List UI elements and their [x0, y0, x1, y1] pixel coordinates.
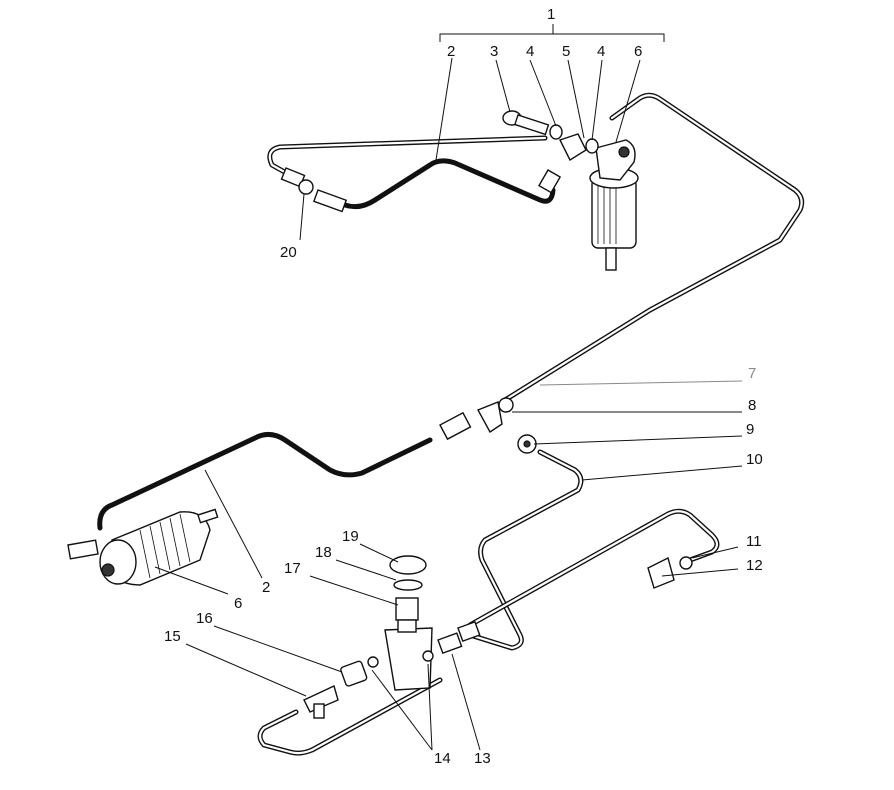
label-1: 1	[547, 6, 555, 23]
label-2-bottom: 2	[262, 579, 270, 596]
label-11: 11	[746, 533, 762, 550]
label-14: 14	[434, 750, 451, 767]
label-2-top: 2	[447, 43, 455, 60]
label-8: 8	[748, 397, 756, 414]
right-tee-fittings	[647, 556, 693, 589]
label-5: 5	[562, 43, 570, 60]
mid-tee-fittings	[439, 397, 537, 454]
label-19: 19	[342, 528, 359, 545]
label-4-left: 4	[526, 43, 534, 60]
label-7: 7	[748, 365, 756, 382]
label-6-top: 6	[634, 43, 642, 60]
label-13: 13	[474, 750, 491, 767]
bottom-valve-assembly	[303, 555, 481, 719]
label-16: 16	[196, 610, 213, 627]
label-18: 18	[315, 544, 332, 561]
upper-banjo-fittings	[502, 110, 599, 194]
leader-lines	[154, 24, 743, 751]
upper-fuel-filter	[589, 139, 639, 271]
part-number-labels: 1 2 3 4 5 4 6 20 7 8 9 10 2 6 11 12 19 1…	[164, 6, 763, 767]
label-17: 17	[284, 560, 301, 577]
label-9: 9	[746, 421, 754, 438]
label-15: 15	[164, 628, 181, 645]
left-upper-fittings	[280, 167, 348, 213]
label-6-bottom: 6	[234, 595, 242, 612]
label-20: 20	[280, 244, 297, 261]
flexible-hoses	[97, 158, 556, 531]
lower-fuel-filter	[67, 508, 219, 586]
rigid-tubes	[257, 92, 805, 756]
label-4-right: 4	[597, 43, 605, 60]
label-3: 3	[490, 43, 498, 60]
label-10: 10	[746, 451, 763, 468]
label-12: 12	[746, 557, 763, 574]
